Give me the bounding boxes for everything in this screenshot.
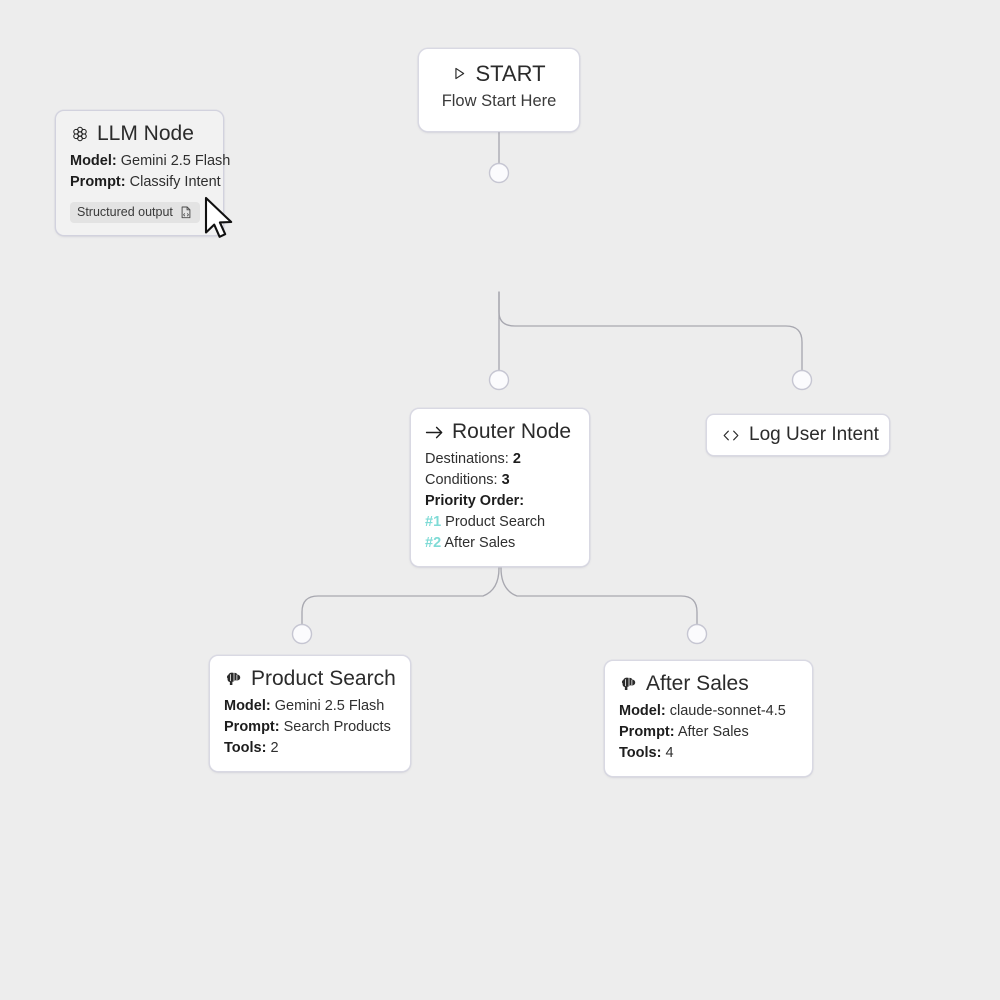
node-start[interactable]: START Flow Start Here: [418, 48, 580, 132]
llm-title-row: LLM Node: [70, 121, 209, 147]
edge-router-to-aftersales: [500, 567, 698, 627]
start-title-row: START: [433, 60, 565, 88]
llm-model-label: Model:: [70, 153, 117, 169]
play-triangle-icon: [452, 60, 467, 88]
router-priority-rank-1: #1: [425, 514, 442, 530]
after-tools-label: Tools:: [619, 745, 662, 761]
brain-lobes-icon: [70, 125, 89, 144]
router-destinations-label: Destinations:: [425, 451, 509, 467]
router-priority-rank-2: #2: [425, 535, 442, 551]
llm-model-value: Gemini 2.5 Flash: [120, 153, 231, 169]
node-product-search[interactable]: Product Search Model: Gemini 2.5 Flash P…: [209, 655, 411, 772]
brain-agent-icon: [224, 670, 243, 689]
router-title-row: Router Node: [425, 419, 575, 445]
product-model-value: Gemini 2.5 Flash: [274, 698, 385, 714]
after-title: After Sales: [646, 672, 749, 695]
router-priority-label-2: After Sales: [444, 535, 516, 551]
router-conditions-value: 3: [501, 472, 510, 488]
start-title: START: [475, 61, 546, 86]
after-row-tools: Tools: 4: [619, 743, 798, 764]
code-brackets-icon: [721, 426, 740, 445]
router-row-destinations: Destinations: 2: [425, 449, 575, 470]
after-prompt-label: Prompt:: [619, 724, 675, 740]
product-tools-value: 2: [270, 740, 279, 756]
handle-aftersales-in[interactable]: [686, 623, 708, 645]
brain-agent-icon: [619, 675, 638, 694]
node-log-user-intent[interactable]: Log User Intent: [706, 414, 890, 456]
router-title: Router Node: [452, 420, 572, 443]
edge-router-to-product: [301, 567, 500, 627]
product-model-label: Model:: [224, 698, 271, 714]
llm-row-prompt: Prompt: Classify Intent: [70, 172, 221, 193]
after-rows: Model: claude-sonnet-4.5 Prompt: After S…: [619, 701, 798, 764]
product-title: Product Search: [251, 667, 396, 690]
llm-title: LLM Node: [97, 122, 194, 145]
product-prompt-label: Prompt:: [224, 719, 280, 735]
edge-handles: [291, 162, 813, 645]
product-rows: Model: Gemini 2.5 Flash Prompt: Search P…: [224, 696, 396, 759]
node-router[interactable]: Router Node Destinations: 2 Conditions: …: [410, 408, 590, 567]
after-title-row: After Sales: [619, 671, 798, 697]
start-subtitle: Flow Start Here: [441, 92, 557, 110]
llm-prompt-label: Prompt:: [70, 174, 126, 190]
structured-output-label: Structured output: [77, 205, 173, 219]
after-tools-value: 4: [665, 745, 674, 761]
product-title-row: Product Search: [224, 666, 396, 692]
after-row-prompt: Prompt: After Sales: [619, 722, 798, 743]
router-rows: Destinations: 2 Conditions: 3 Priority O…: [425, 449, 575, 554]
router-row-conditions: Conditions: 3: [425, 470, 575, 491]
handle-product-in[interactable]: [291, 623, 313, 645]
product-row-model: Model: Gemini 2.5 Flash: [224, 696, 396, 717]
llm-rows: Model: Gemini 2.5 Flash Prompt: Classify…: [70, 151, 230, 193]
edge-fork-to-log: [498, 291, 803, 373]
structured-output-badge[interactable]: Structured output: [70, 202, 200, 223]
node-after-sales[interactable]: After Sales Model: claude-sonnet-4.5 Pro…: [604, 660, 813, 777]
handle-log-in[interactable]: [791, 369, 813, 391]
router-priority-item-1: #1 Product Search: [425, 512, 575, 533]
after-prompt-value: After Sales: [677, 724, 749, 740]
after-model-label: Model:: [619, 703, 666, 719]
arrow-right-icon: [425, 423, 444, 442]
router-priority-label-1: Product Search: [445, 514, 546, 530]
log-title: Log User Intent: [749, 424, 879, 445]
product-tools-label: Tools:: [224, 740, 267, 756]
router-destinations-value: 2: [512, 451, 521, 467]
after-row-model: Model: claude-sonnet-4.5: [619, 701, 798, 722]
product-prompt-value: Search Products: [283, 719, 391, 735]
handle-start-out[interactable]: [488, 162, 510, 184]
after-model-value: claude-sonnet-4.5: [669, 703, 786, 719]
handle-router-in[interactable]: [488, 369, 510, 391]
log-title-row: Log User Intent: [721, 422, 879, 448]
product-row-tools: Tools: 2: [224, 738, 396, 759]
router-conditions-label: Conditions:: [425, 472, 498, 488]
document-code-icon: [180, 206, 193, 220]
router-priority-heading: Priority Order:: [425, 493, 525, 509]
llm-prompt-value: Classify Intent: [129, 174, 221, 190]
router-priority-item-2: #2 After Sales: [425, 533, 575, 554]
llm-row-model: Model: Gemini 2.5 Flash: [70, 151, 230, 172]
node-llm[interactable]: LLM Node Model: Gemini 2.5 Flash Prompt:…: [55, 110, 230, 236]
product-row-prompt: Prompt: Search Products: [224, 717, 396, 738]
